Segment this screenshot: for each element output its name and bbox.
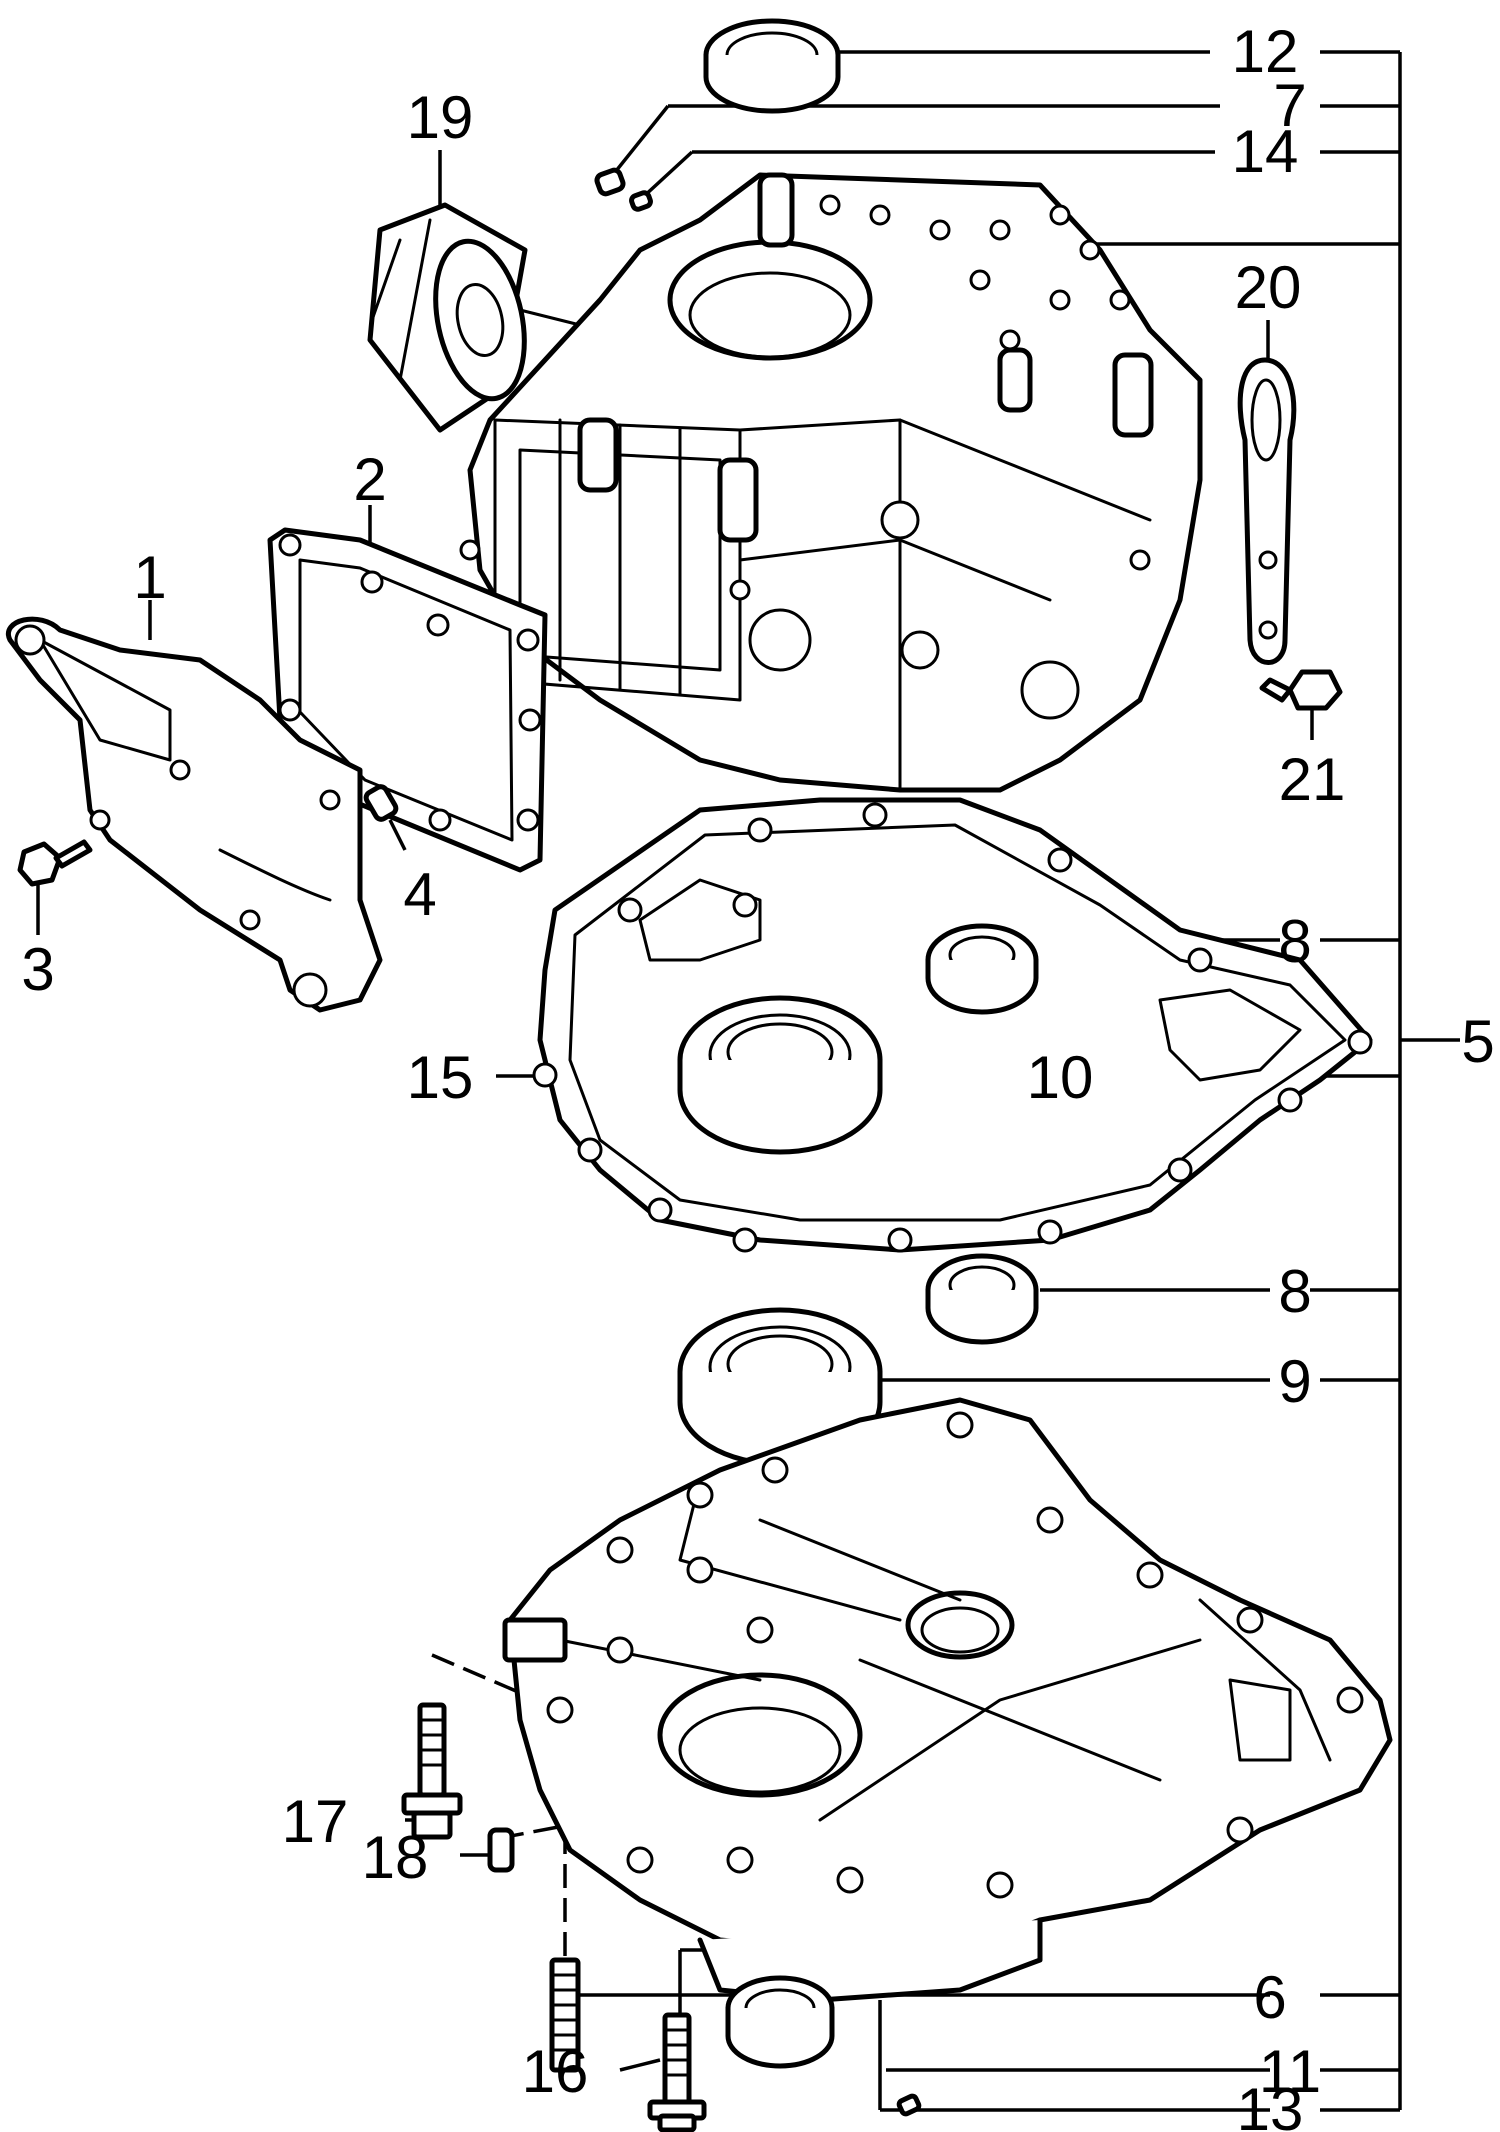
lower-crankcase xyxy=(502,1397,1393,2003)
bearing-8-upper xyxy=(925,923,1039,1015)
callout-labels: 12 7 14 19 20 2 1 21 4 3 8 5 15 10 8 9 1… xyxy=(21,18,1494,2132)
callout-7: 7 xyxy=(1273,72,1306,139)
oil-seal-bottom xyxy=(725,1975,835,2069)
dowel-18 xyxy=(487,1827,515,1873)
callout-5: 5 xyxy=(1461,1008,1494,1075)
callout-8-upper: 8 xyxy=(1278,908,1311,975)
main-gasket-15 xyxy=(532,797,1373,1253)
callout-8-lower: 8 xyxy=(1278,1258,1311,1325)
callout-6: 6 xyxy=(1253,1964,1286,2031)
bolt-17 xyxy=(401,1702,463,1840)
callout-12: 12 xyxy=(1232,18,1299,85)
bearing-10 xyxy=(677,995,883,1155)
callout-21: 21 xyxy=(1279,746,1346,813)
bolt-16 xyxy=(647,2012,707,2132)
callout-19: 19 xyxy=(407,84,474,151)
oil-seal-top xyxy=(703,18,841,114)
cover-plate-1 xyxy=(5,616,383,1013)
callout-9: 9 xyxy=(1278,1348,1311,1415)
callout-16: 16 xyxy=(522,2038,589,2105)
callout-17: 17 xyxy=(282,1788,349,1855)
callout-14: 14 xyxy=(1232,118,1299,185)
callout-1: 1 xyxy=(133,544,166,611)
callout-13: 13 xyxy=(1237,2076,1304,2132)
oil-filter xyxy=(367,202,582,433)
bolt-21 xyxy=(1259,669,1343,711)
dipstick-bracket xyxy=(1237,357,1297,665)
bolt-3 xyxy=(17,839,93,887)
lower-case-holes xyxy=(546,1411,1364,1899)
bearing-8-lower xyxy=(925,1253,1039,1345)
group-bracket-line xyxy=(1080,50,1460,2112)
upper-crankcase xyxy=(459,172,1203,793)
callout-4: 4 xyxy=(403,861,436,928)
callout-11: 11 xyxy=(1259,2038,1321,2105)
callout-10: 10 xyxy=(1027,1044,1094,1111)
callout-18: 18 xyxy=(362,1824,429,1891)
plug-14 xyxy=(629,190,653,212)
callout-2: 2 xyxy=(353,446,386,513)
callout-20: 20 xyxy=(1235,254,1302,321)
callout-3: 3 xyxy=(21,936,54,1003)
stud xyxy=(549,1957,581,2073)
bearing-9 xyxy=(677,1307,883,1467)
gasket-holes xyxy=(532,802,1373,1253)
callout-15: 15 xyxy=(407,1044,474,1111)
plug-7 xyxy=(594,167,626,197)
dowel-4 xyxy=(363,784,399,822)
plug-13 xyxy=(896,2093,922,2117)
